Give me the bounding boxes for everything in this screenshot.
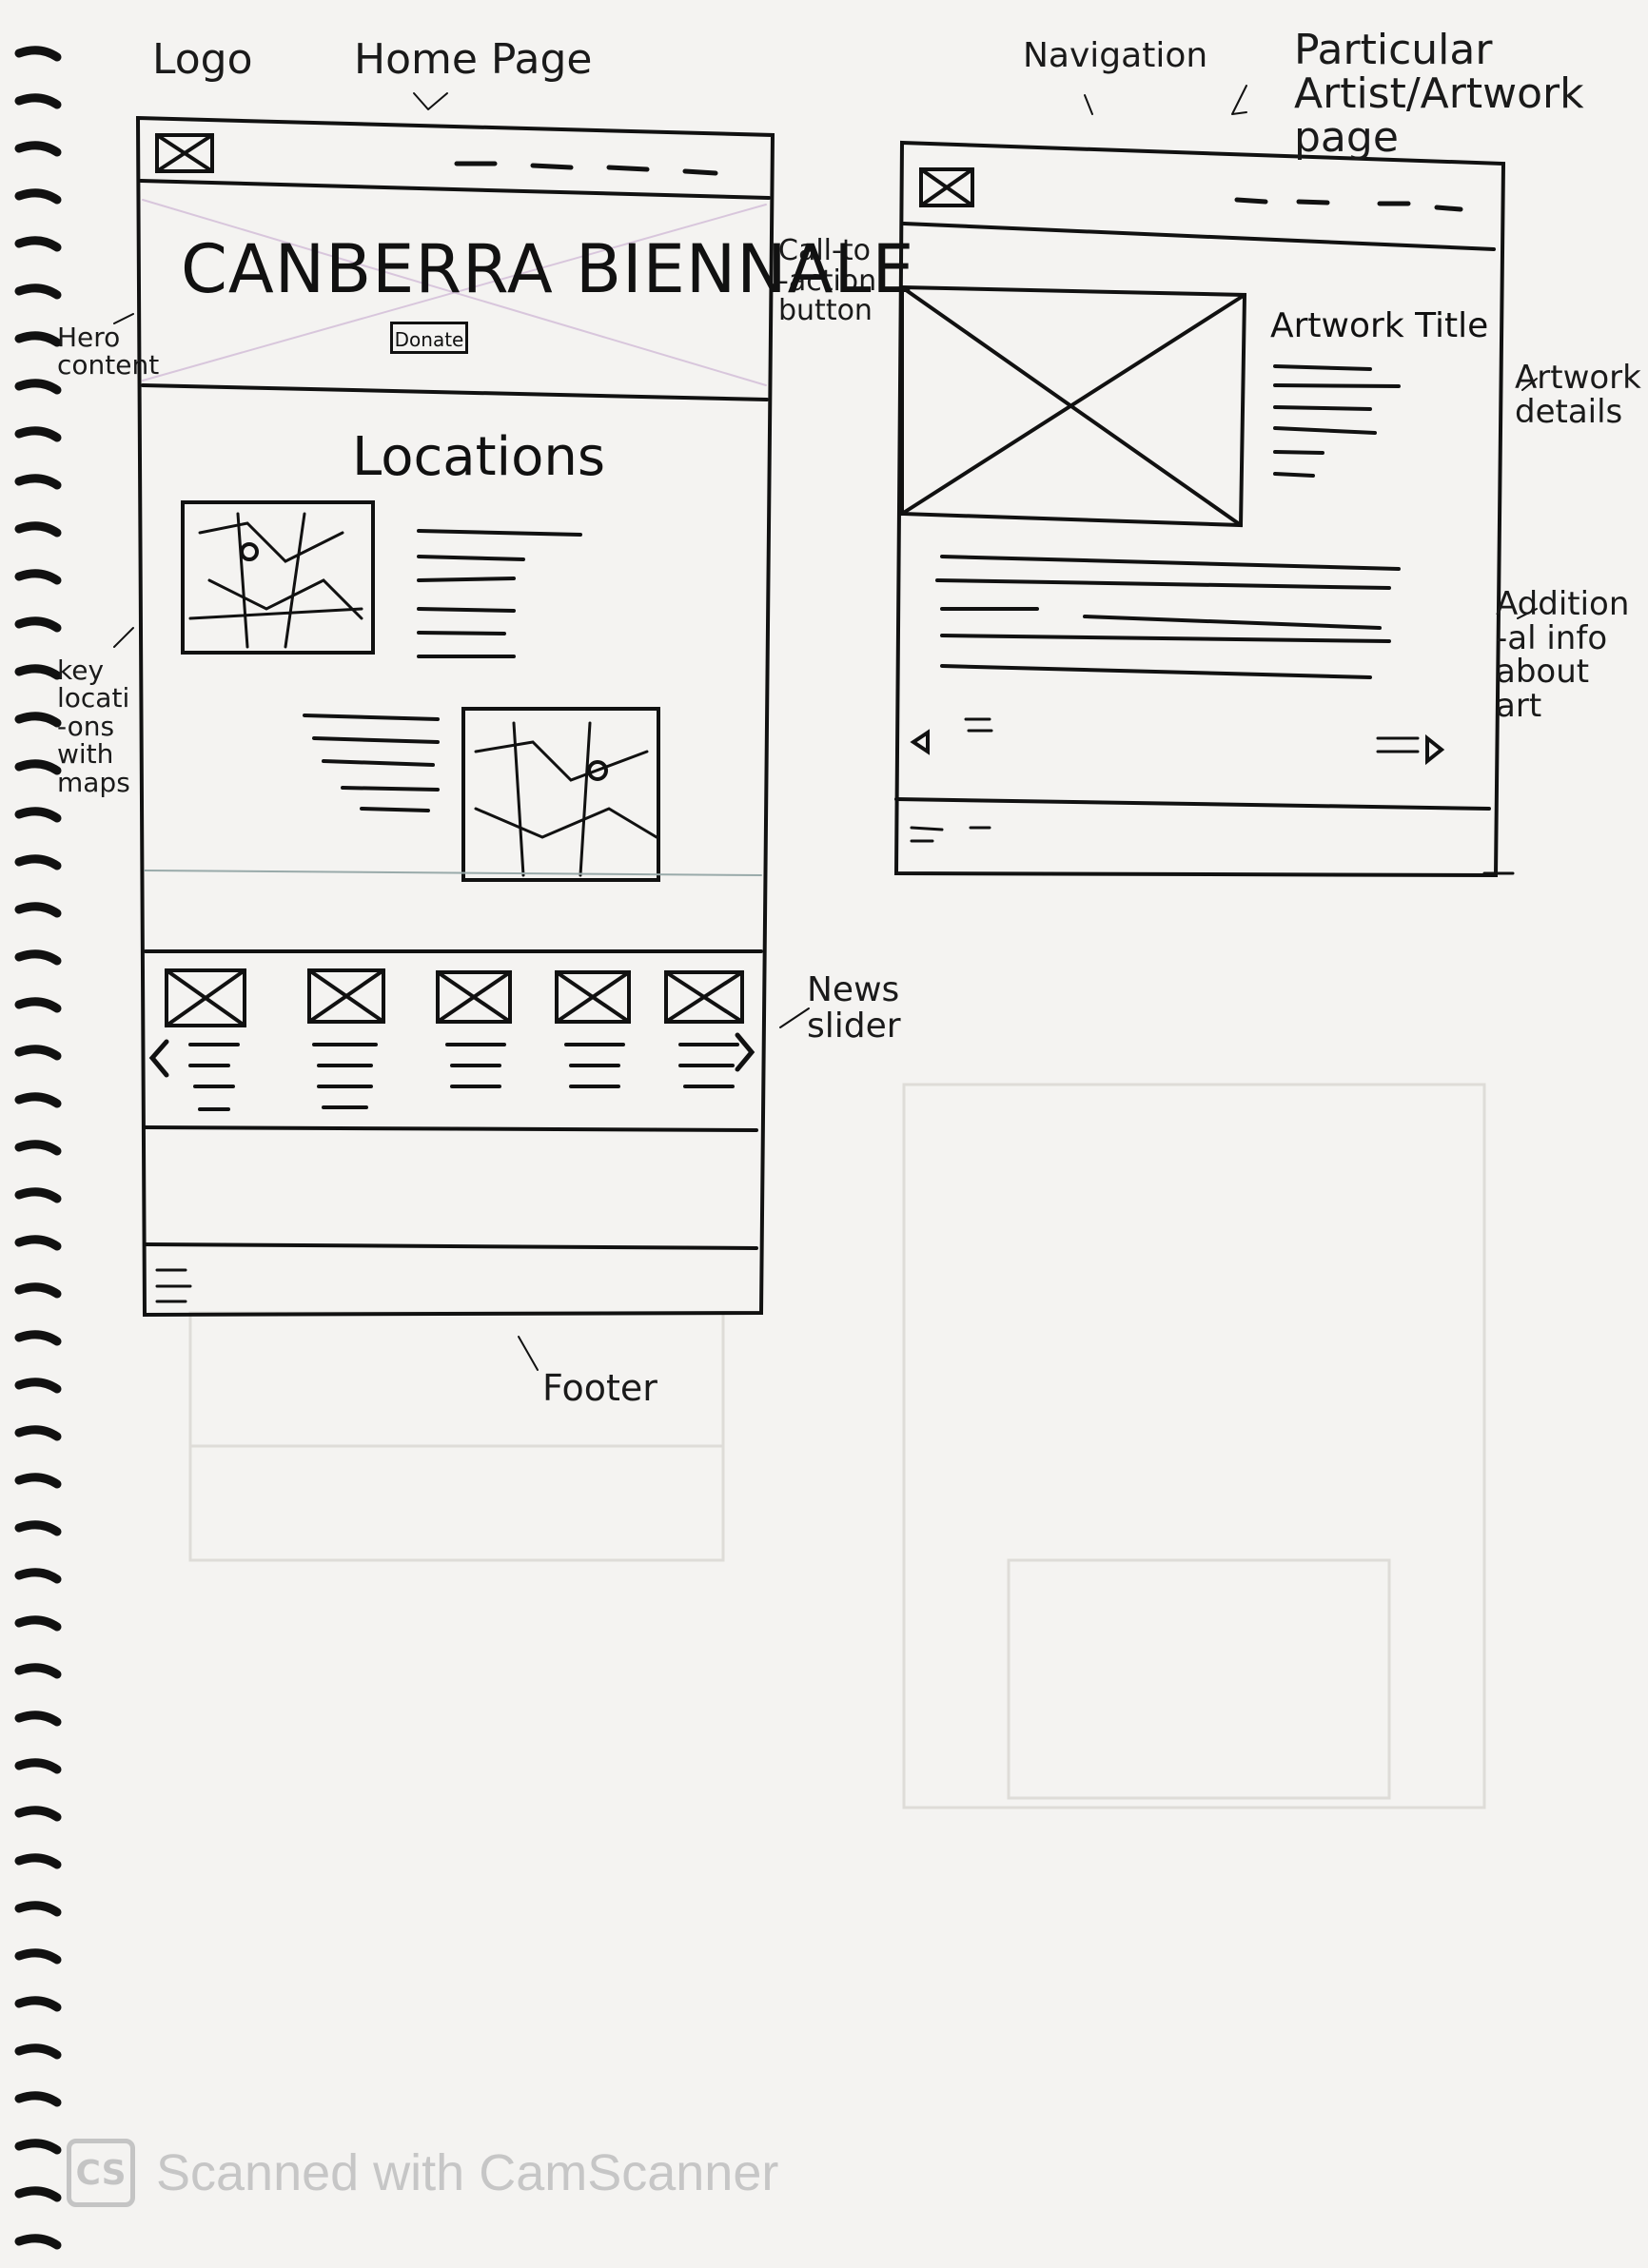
camscanner-logo-icon: CS xyxy=(67,2139,135,2207)
annotation-particular-page: Particular Artist/Artwork page xyxy=(1294,26,1584,163)
camscanner-watermark: CS Scanned with CamScanner xyxy=(67,2139,778,2207)
annotation-logo: Logo xyxy=(152,35,253,84)
artwork-title: Artwork Title xyxy=(1270,306,1489,345)
annotation-home-page: Home Page xyxy=(354,35,593,84)
donate-button[interactable]: Donate xyxy=(390,322,468,354)
annotation-call-to-action: Call-to -action button xyxy=(778,234,877,327)
watermark-text: Scanned with CamScanner xyxy=(156,2144,779,2201)
annotation-footer: Footer xyxy=(542,1367,657,1409)
locations-heading: Locations xyxy=(352,426,606,488)
annotation-artwork-details: Artwork details xyxy=(1515,359,1641,431)
annotation-key-locations: key locati -ons with maps xyxy=(57,655,130,798)
artwork-wireframe xyxy=(893,85,1538,878)
annotation-additional-info: Addition -al info about art xyxy=(1496,585,1630,726)
home-wireframe xyxy=(113,92,810,1371)
page-title: CANBERRA BIENNALE xyxy=(181,230,915,308)
spiral-binding xyxy=(14,46,62,2250)
ghost-sketch xyxy=(188,1083,1486,1809)
annotation-hero-content: Hero content xyxy=(57,322,160,381)
annotation-news-slider: News slider xyxy=(807,970,901,1046)
annotation-navigation: Navigation xyxy=(1023,36,1208,75)
